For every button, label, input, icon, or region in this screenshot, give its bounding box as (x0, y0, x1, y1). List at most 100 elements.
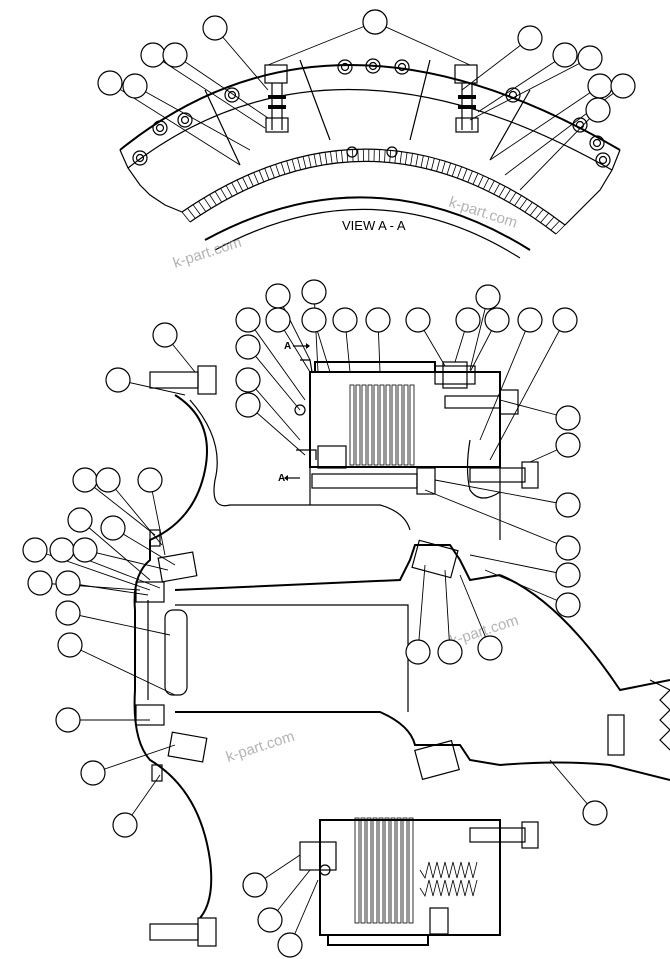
callout-balloon (162, 42, 188, 68)
callout-balloon (67, 507, 93, 533)
leader-line (504, 85, 624, 176)
brake-plate (391, 384, 397, 466)
leader-line (247, 346, 301, 411)
leader-line (84, 549, 169, 571)
view-a-a-section: VIEW A - A k-part.com k-part.com (119, 58, 621, 272)
callout-balloon (277, 932, 303, 958)
callout-balloon (555, 562, 581, 588)
leader-line (267, 21, 376, 66)
brake-plate (373, 384, 379, 466)
leader-line (459, 574, 491, 649)
callout-balloon (555, 535, 581, 561)
callout-balloon (405, 307, 431, 333)
callout-balloon (555, 492, 581, 518)
callout-balloons (22, 9, 636, 958)
leader-line (107, 479, 163, 546)
callout-balloon (55, 570, 81, 596)
leader-line (67, 582, 149, 596)
callout-balloon (105, 367, 131, 393)
bolt-holes (132, 58, 611, 168)
callout-balloon (95, 467, 121, 493)
leader-line (519, 109, 599, 191)
callout-balloon (477, 635, 503, 661)
leader-line (484, 569, 569, 606)
callout-balloon (475, 284, 501, 310)
brake-plate (402, 817, 408, 924)
callout-balloon (517, 307, 543, 333)
gear-teeth (181, 149, 566, 235)
callout-balloon (55, 707, 81, 733)
callout-balloon (484, 307, 510, 333)
brake-plate (385, 384, 391, 466)
leader-line (479, 319, 531, 441)
callout-balloon (587, 73, 613, 99)
callout-balloon (112, 812, 138, 838)
leader-line (424, 489, 569, 549)
callout-balloon (100, 515, 126, 541)
sensor-left (264, 64, 289, 133)
brake-plate (361, 384, 367, 466)
watermark: k-part.com (447, 194, 520, 232)
brake-plate (366, 817, 372, 924)
bearing-lower (167, 731, 460, 781)
brake-plate (378, 817, 384, 924)
view-label: VIEW A - A (342, 218, 406, 233)
leader-line (174, 54, 269, 119)
leader-line (79, 519, 151, 581)
callout-balloon (22, 537, 48, 563)
svg-text:A: A (278, 473, 285, 484)
brake-plate (360, 817, 366, 924)
leader-line (92, 744, 176, 774)
callout-balloon (552, 307, 578, 333)
callout-balloon (577, 45, 603, 71)
callout-balloon (55, 600, 81, 626)
leader-line (69, 644, 176, 696)
leader-line (214, 27, 269, 91)
callout-balloon (555, 592, 581, 618)
callout-balloon (80, 760, 106, 786)
callout-balloon (610, 73, 636, 99)
leader-line (84, 479, 156, 536)
brake-plate (390, 817, 396, 924)
brake-plate (349, 384, 355, 466)
callout-balloon (301, 279, 327, 305)
callout-balloon (362, 9, 388, 35)
brake-plate (408, 817, 414, 924)
callout-balloon (437, 639, 463, 665)
callout-balloon (242, 872, 268, 898)
section-marker-bottom: A (278, 473, 300, 484)
leader-line (134, 85, 251, 151)
leader-line (434, 479, 569, 506)
callout-balloon (552, 42, 578, 68)
callout-balloon (152, 322, 178, 348)
leader-line (469, 554, 569, 576)
callout-balloon (555, 405, 581, 431)
callout-balloon (27, 570, 53, 596)
callout-balloon (122, 73, 148, 99)
leader-line (247, 319, 306, 401)
callout-balloon (332, 307, 358, 333)
brake-plate (355, 384, 361, 466)
callout-balloon (555, 432, 581, 458)
callout-balloon (72, 537, 98, 563)
brake-plate (384, 817, 390, 924)
brake-plate (403, 384, 409, 466)
callout-balloon (235, 367, 261, 393)
brake-plate (367, 384, 373, 466)
cross-section-view: A A k-part.com k-part.com (133, 341, 670, 947)
callout-balloon (72, 467, 98, 493)
callout-balloon (97, 70, 123, 96)
callout-balloon (301, 307, 327, 333)
leader-line (67, 612, 171, 636)
leader-line (374, 21, 471, 66)
brake-disc-pack-lower (354, 817, 414, 924)
svg-text:A: A (284, 341, 291, 352)
leader-line (444, 569, 451, 653)
callout-balloon (365, 307, 391, 333)
brake-plate (372, 817, 378, 924)
brake-plate (397, 384, 403, 466)
callout-balloon (57, 632, 83, 658)
watermark: k-part.com (224, 728, 297, 766)
bearing-upper (157, 539, 459, 583)
